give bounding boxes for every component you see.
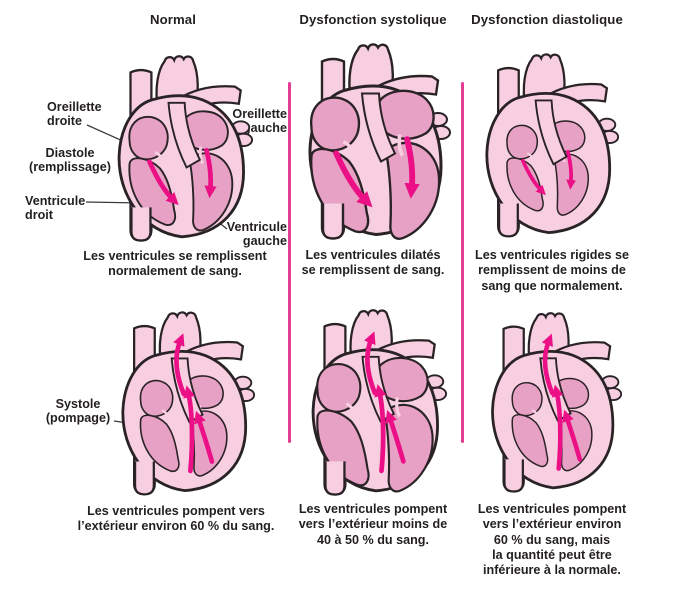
heart-illustration-normal-systole [106,303,256,501]
caption-dilated-systole: Les ventricules pompent vers l’extérieur… [298,502,448,547]
heart-illustration-dilated-diastole [292,34,452,246]
label-right-ventricle: Ventricule droit [25,194,86,223]
label-right-atrium: Oreillette droite [47,100,102,129]
heart-illustration-dilated-systole [296,302,448,500]
column-separator-1 [288,82,291,443]
heart-illustration-rigid-systole [476,304,623,498]
heart-illustration-rigid-diastole [470,44,620,244]
caption-rigid-systole: Les ventricules pompent vers l’extérieur… [477,502,627,578]
label-diastole-phase: Diastole (remplissage) [29,146,111,175]
label-systole-phase: Systole (pompage) [45,397,111,426]
caption-dilated-diastole: Les ventricules dilatés se remplissent d… [301,248,445,278]
column-header-normal: Normal [149,12,197,27]
label-left-atrium: Oreillette gauche [232,107,287,136]
column-separator-2 [461,82,464,443]
heart-illustration-normal-diastole [102,47,254,247]
label-left-ventricle: Ventricule gauche [226,220,287,249]
caption-rigid-diastole: Les ventricules rigides se remplissent d… [475,248,629,293]
column-header-systolic-dysfunction: Dysfonction systolique [299,12,447,27]
caption-normal-systole: Les ventricules pompent vers l’extérieur… [77,504,275,534]
caption-normal-diastole: Les ventricules se remplissent normaleme… [83,249,267,279]
column-header-diastolic-dysfunction: Dysfonction diastolique [471,12,623,27]
